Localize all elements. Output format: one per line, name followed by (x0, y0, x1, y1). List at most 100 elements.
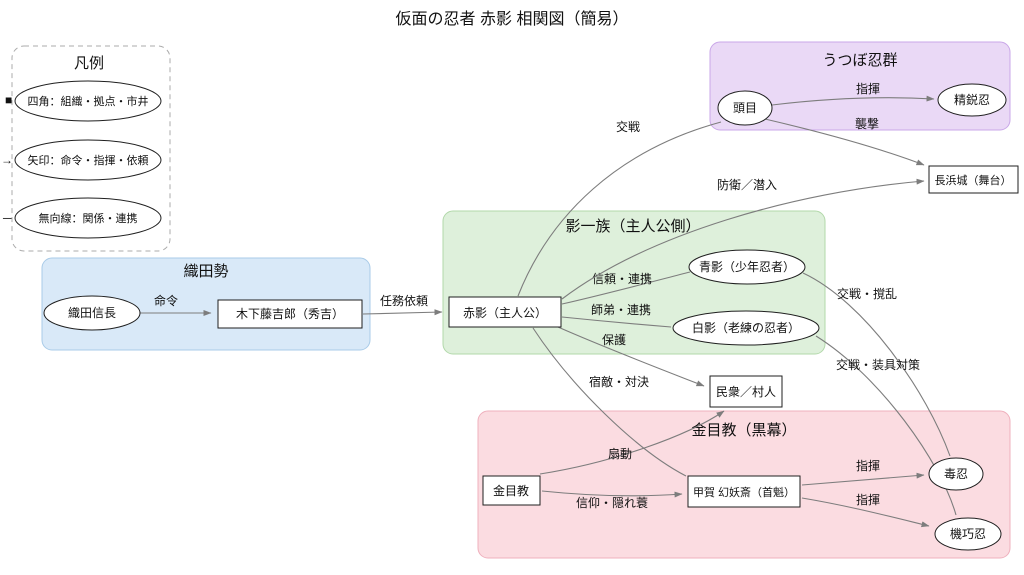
legend-item-line-shape (14, 197, 162, 239)
node-tomoku: 頭目 (717, 90, 773, 126)
edge-shiki-dokunin-label: 指揮 (856, 458, 880, 473)
node-kinmekyo-shape (482, 475, 541, 506)
node-aokage-label: 青影（少年忍者） (699, 260, 795, 274)
edge-sendo: 扇動 (539, 410, 725, 475)
node-shirokage-shape (672, 310, 820, 346)
node-nobunaga: 織田信長 (43, 295, 141, 331)
node-kinmekyo: 金目教 (482, 475, 541, 506)
node-nagahama: 長浜城（舞台） (928, 165, 1019, 194)
node-tomoku-label: 頭目 (733, 101, 757, 115)
edge-ninmu-irai: 任務依頼 (362, 293, 443, 316)
node-aokage: 青影（少年忍者） (688, 249, 806, 285)
node-dokunin: 毒忍 (928, 457, 984, 491)
edge-kosen-kakuran-label: 交戦・撹乱 (837, 286, 897, 301)
node-kinoshita-shape (217, 299, 363, 329)
cluster-kage-label: 影一族（主人公側） (565, 218, 700, 235)
cluster-oda-label: 織田勢 (183, 263, 228, 280)
edge-shugeki: 襲撃 (764, 116, 925, 166)
edge-boei-sennyu: 防衛／潜入 (561, 177, 925, 300)
edge-boei-sennyu-line (561, 178, 925, 300)
node-shirokage: 白影（老練の忍者） (672, 310, 820, 346)
node-shirokage-label: 白影（老練の忍者） (692, 320, 800, 335)
node-akakage-label: 赤影（主人公） (463, 306, 547, 320)
node-kinoshita-label: 木下藤吉郎（秀吉） (236, 307, 344, 321)
edge-shiki-dokunin: 指揮 (801, 458, 925, 486)
edge-ninmu-irai-label: 任務依頼 (380, 293, 428, 308)
edge-kosen-label: 交戦 (616, 119, 640, 134)
edge-shitei-renkei-line (561, 316, 672, 328)
node-akakage-shape (448, 296, 562, 328)
edge-shiki-kikonin-line (801, 497, 930, 528)
node-nobunaga-shape (43, 295, 141, 331)
node-aokage-shape (688, 249, 806, 285)
cluster-utsubo-label: うつぼ忍群 (822, 52, 897, 69)
edge-shugeki-line (764, 118, 925, 166)
edge-shinrai-renkei-label: 信頼・連携 (592, 271, 652, 286)
node-akakage: 赤影（主人公） (448, 296, 562, 328)
legend-arrow-marker-icon: → (1, 153, 13, 167)
legend-line-marker-icon: ─ (2, 211, 12, 225)
node-dokunin-shape (928, 457, 984, 491)
edge-hogo: 保護 (557, 326, 705, 387)
edge-shinko-kakuremino: 信仰・隠れ蓑 (541, 490, 683, 510)
edge-kosen-sogu-taisaku-line (815, 335, 957, 516)
node-seieinin-label: 精鋭忍 (954, 93, 990, 107)
cluster-kinme-label: 金目教（黒幕） (691, 422, 796, 439)
edge-sendo-line (539, 410, 725, 475)
edge-meirei: 命令 (140, 293, 212, 316)
node-kikonin-shape (934, 517, 1002, 551)
edge-kosen: 交戦 (517, 119, 722, 297)
edge-shiki-seieinin-label: 指揮 (856, 81, 880, 96)
cluster-utsubo: うつぼ忍群 (709, 41, 1011, 131)
edge-shukuteki-taiketsu: 宿敵・対決 (532, 327, 687, 477)
node-genyosai: 甲賀 幻妖斎（首魁） (687, 475, 801, 508)
node-tomoku-shape (717, 90, 773, 126)
node-minshu-shape (709, 375, 783, 408)
legend-title: 凡例 (74, 55, 104, 72)
legend-item-square-label: 四角：組織・拠点・市井 (28, 94, 149, 108)
node-nagahama-shape (928, 165, 1019, 194)
node-nobunaga-label: 織田信長 (68, 306, 116, 320)
edge-kosen-sogu-taisaku-label: 交戦・装具対策 (836, 357, 920, 372)
edge-shiki-seieinin-line (771, 95, 935, 106)
cluster-utsubo-box (709, 41, 1011, 131)
node-dokunin-label: 毒忍 (944, 467, 968, 481)
edge-kosen-line (517, 121, 722, 297)
edge-shiki-dokunin-line (801, 472, 925, 486)
edge-shugeki-label: 襲撃 (855, 116, 879, 131)
edge-ninmu-irai-line (362, 309, 443, 316)
legend-item-line-label: 無向線：関係・連携 (39, 211, 138, 225)
edge-meirei-label: 命令 (154, 293, 178, 308)
edge-shitei-renkei-label: 師弟・連携 (591, 302, 651, 317)
edge-shinrai-renkei: 信頼・連携 (561, 271, 691, 305)
node-genyosai-label: 甲賀 幻妖斎（首魁） (693, 485, 795, 499)
node-kikonin: 機巧忍 (934, 517, 1002, 551)
node-minshu-label: 民衆／村人 (716, 385, 776, 399)
edge-shukuteki-taiketsu-line (532, 327, 687, 477)
diagram-title: 仮面の忍者 赤影 相関図（簡易） (396, 10, 629, 28)
node-nagahama-label: 長浜城（舞台） (935, 173, 1012, 187)
legend-item-arrow-shape (14, 139, 162, 181)
edge-kosen-kakuran: 交戦・撹乱 (802, 272, 951, 457)
edge-hogo-line (557, 326, 705, 387)
legend-item-square-shape (14, 80, 162, 122)
edge-boei-sennyu-label: 防衛／潜入 (717, 177, 777, 192)
edge-shinko-kakuremino-label: 信仰・隠れ蓑 (576, 495, 648, 510)
node-seieinin-shape (937, 83, 1007, 117)
edge-kosen-sogu-taisaku: 交戦・装具対策 (815, 335, 957, 516)
legend-item-arrow-label: 矢印：命令・指揮・依頼 (28, 153, 149, 167)
legend: 凡例 四角：組織・拠点・市井 ■ 矢印：命令・指揮・依頼 → 無向線：関係・連携… (1, 45, 171, 252)
node-kinmekyo-label: 金目教 (493, 483, 529, 498)
node-kikonin-label: 機巧忍 (950, 526, 986, 541)
legend-square-marker-icon: ■ (5, 93, 12, 107)
edge-shinrai-renkei-line (561, 271, 691, 305)
edge-kosen-kakuran-line (802, 272, 951, 457)
node-kinoshita: 木下藤吉郎（秀吉） (217, 299, 363, 329)
edge-hogo-label: 保護 (602, 332, 626, 347)
node-genyosai-shape (687, 475, 801, 508)
edge-shiki-kikonin: 指揮 (801, 492, 930, 528)
edge-shiki-seieinin: 指揮 (771, 81, 935, 106)
edge-shitei-renkei: 師弟・連携 (561, 302, 672, 328)
